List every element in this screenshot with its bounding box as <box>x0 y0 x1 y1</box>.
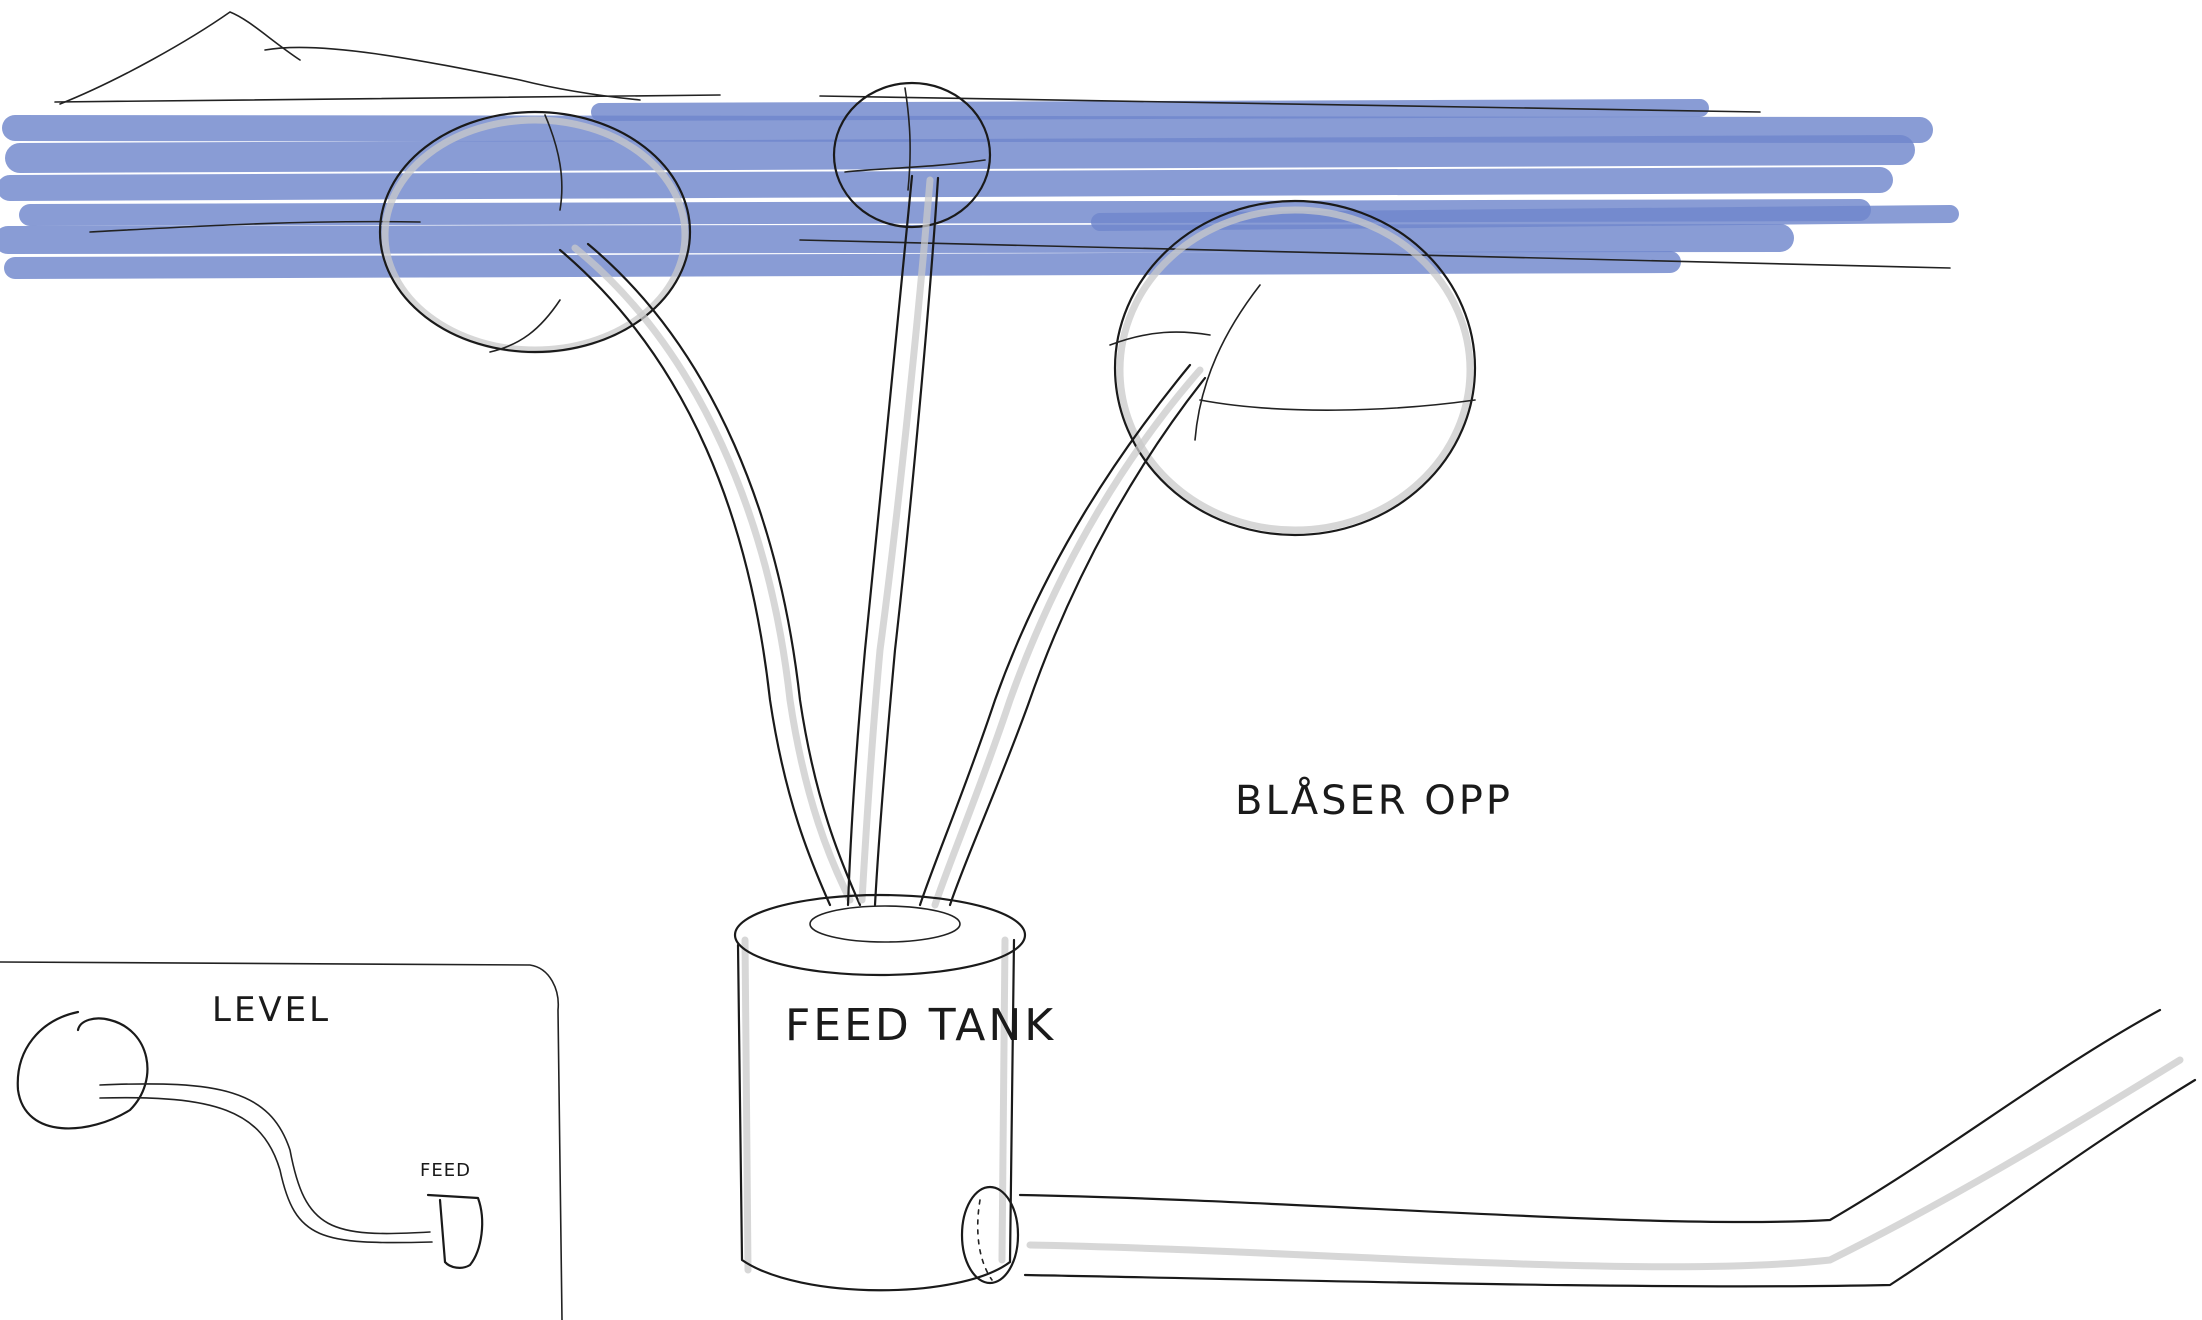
mountain-outline <box>60 12 640 104</box>
hose-middle <box>848 176 938 905</box>
feed-tank <box>735 895 1025 1290</box>
hose-right <box>920 365 1205 905</box>
blaser-opp-annotation: BLÅSER OPP <box>1235 778 1513 824</box>
feed-small-label: FEED <box>420 1160 471 1181</box>
outlet-pipe <box>962 1010 2195 1286</box>
level-title-label: LEVEL <box>212 990 331 1030</box>
water-surface <box>8 95 1950 268</box>
feed-tank-label: FEED TANK <box>785 1000 1056 1051</box>
hose-left <box>560 244 860 905</box>
